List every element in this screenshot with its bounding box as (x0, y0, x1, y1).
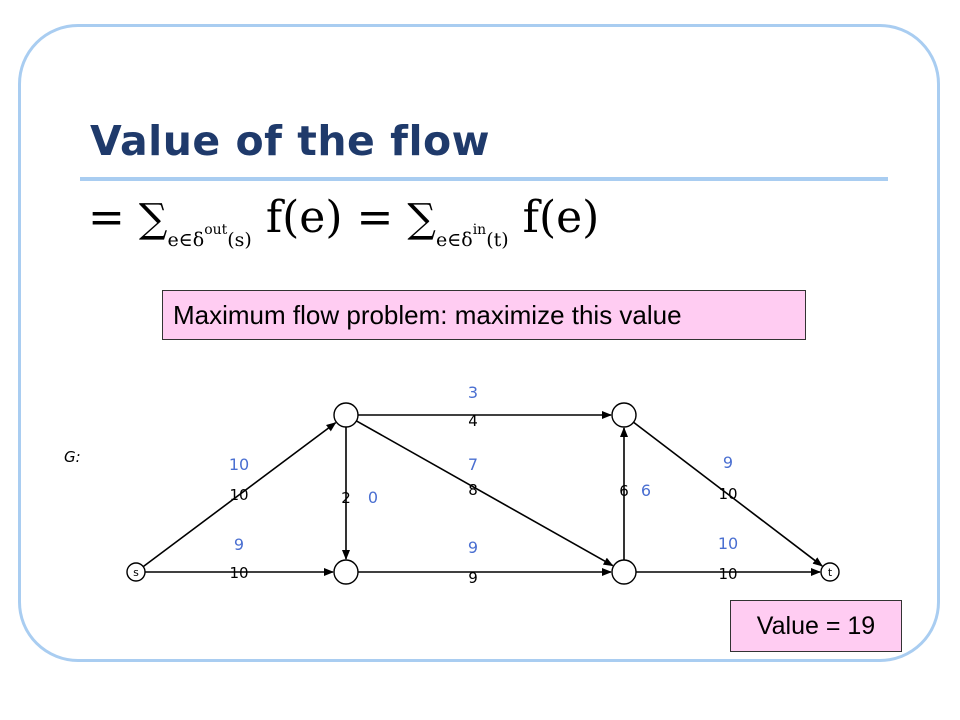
slide-frame (18, 24, 940, 662)
flow-label-b-d: 9 (468, 538, 478, 557)
graph-label: G: (64, 448, 81, 466)
formula-sum-symbol: ∑ (138, 196, 168, 242)
node-b (333, 559, 359, 585)
formula-right-superscript: in (472, 222, 487, 238)
flow-label-a-c: 3 (468, 383, 478, 402)
node-label-t: t (828, 566, 833, 579)
capacity-label-s-a: 10 (229, 486, 248, 504)
formula-right-index: e∈δ (435, 229, 473, 251)
flow-label-d-t: 10 (718, 534, 738, 553)
flow-label-s-a: 10 (229, 455, 249, 474)
edges-layer (142, 411, 823, 576)
formula-right-arg: (t) (486, 229, 509, 251)
formula-equals-2: = (356, 192, 394, 243)
capacity-label-c-t: 10 (718, 485, 737, 503)
node-a (333, 402, 359, 428)
node-c (611, 402, 637, 428)
formula-left-term: f(e) (265, 192, 343, 243)
edge-a-d (356, 420, 614, 567)
capacity-label-b-d: 9 (468, 569, 478, 587)
capacity-label-d-t: 10 (718, 565, 737, 583)
edge-c-t (633, 421, 823, 567)
title-underline (80, 177, 888, 181)
node-t (820, 562, 840, 582)
node-s (126, 562, 146, 582)
flow-value-formula: = ∑e∈δout(s) f(e) = ∑e∈δin(t) f(e) (88, 196, 599, 250)
capacity-label-s-b: 10 (229, 564, 248, 582)
flow-label-a-b: 0 (368, 488, 378, 507)
capacity-label-a-c: 4 (468, 412, 478, 430)
formula-left-arg: (s) (227, 229, 252, 251)
node-d (611, 559, 637, 585)
formula-sum-symbol-2: ∑ (407, 196, 436, 242)
formula-left-superscript: out (204, 222, 228, 238)
formula-equals: = (88, 192, 125, 243)
capacity-label-a-b: 2 (341, 489, 351, 507)
formula-left-index: e∈δ (167, 229, 205, 251)
node-label-s: s (133, 566, 139, 579)
slide-title: Value of the flow (90, 117, 491, 165)
max-flow-callout: Maximum flow problem: maximize this valu… (162, 290, 806, 340)
capacity-label-d-c: 6 (619, 482, 629, 500)
flow-label-a-d: 7 (468, 455, 478, 474)
edge-s-a (142, 422, 337, 568)
flow-label-s-b: 9 (234, 535, 244, 554)
capacity-label-a-d: 8 (468, 481, 478, 499)
flow-label-c-t: 9 (723, 453, 733, 472)
formula-right-term: f(e) (522, 192, 600, 243)
formula-left-subscript: e∈δout(s) (167, 223, 252, 251)
flow-value-box: Value = 19 (730, 600, 902, 652)
formula-right-subscript: e∈δin(t) (435, 223, 509, 251)
flow-label-d-c: 6 (641, 481, 651, 500)
